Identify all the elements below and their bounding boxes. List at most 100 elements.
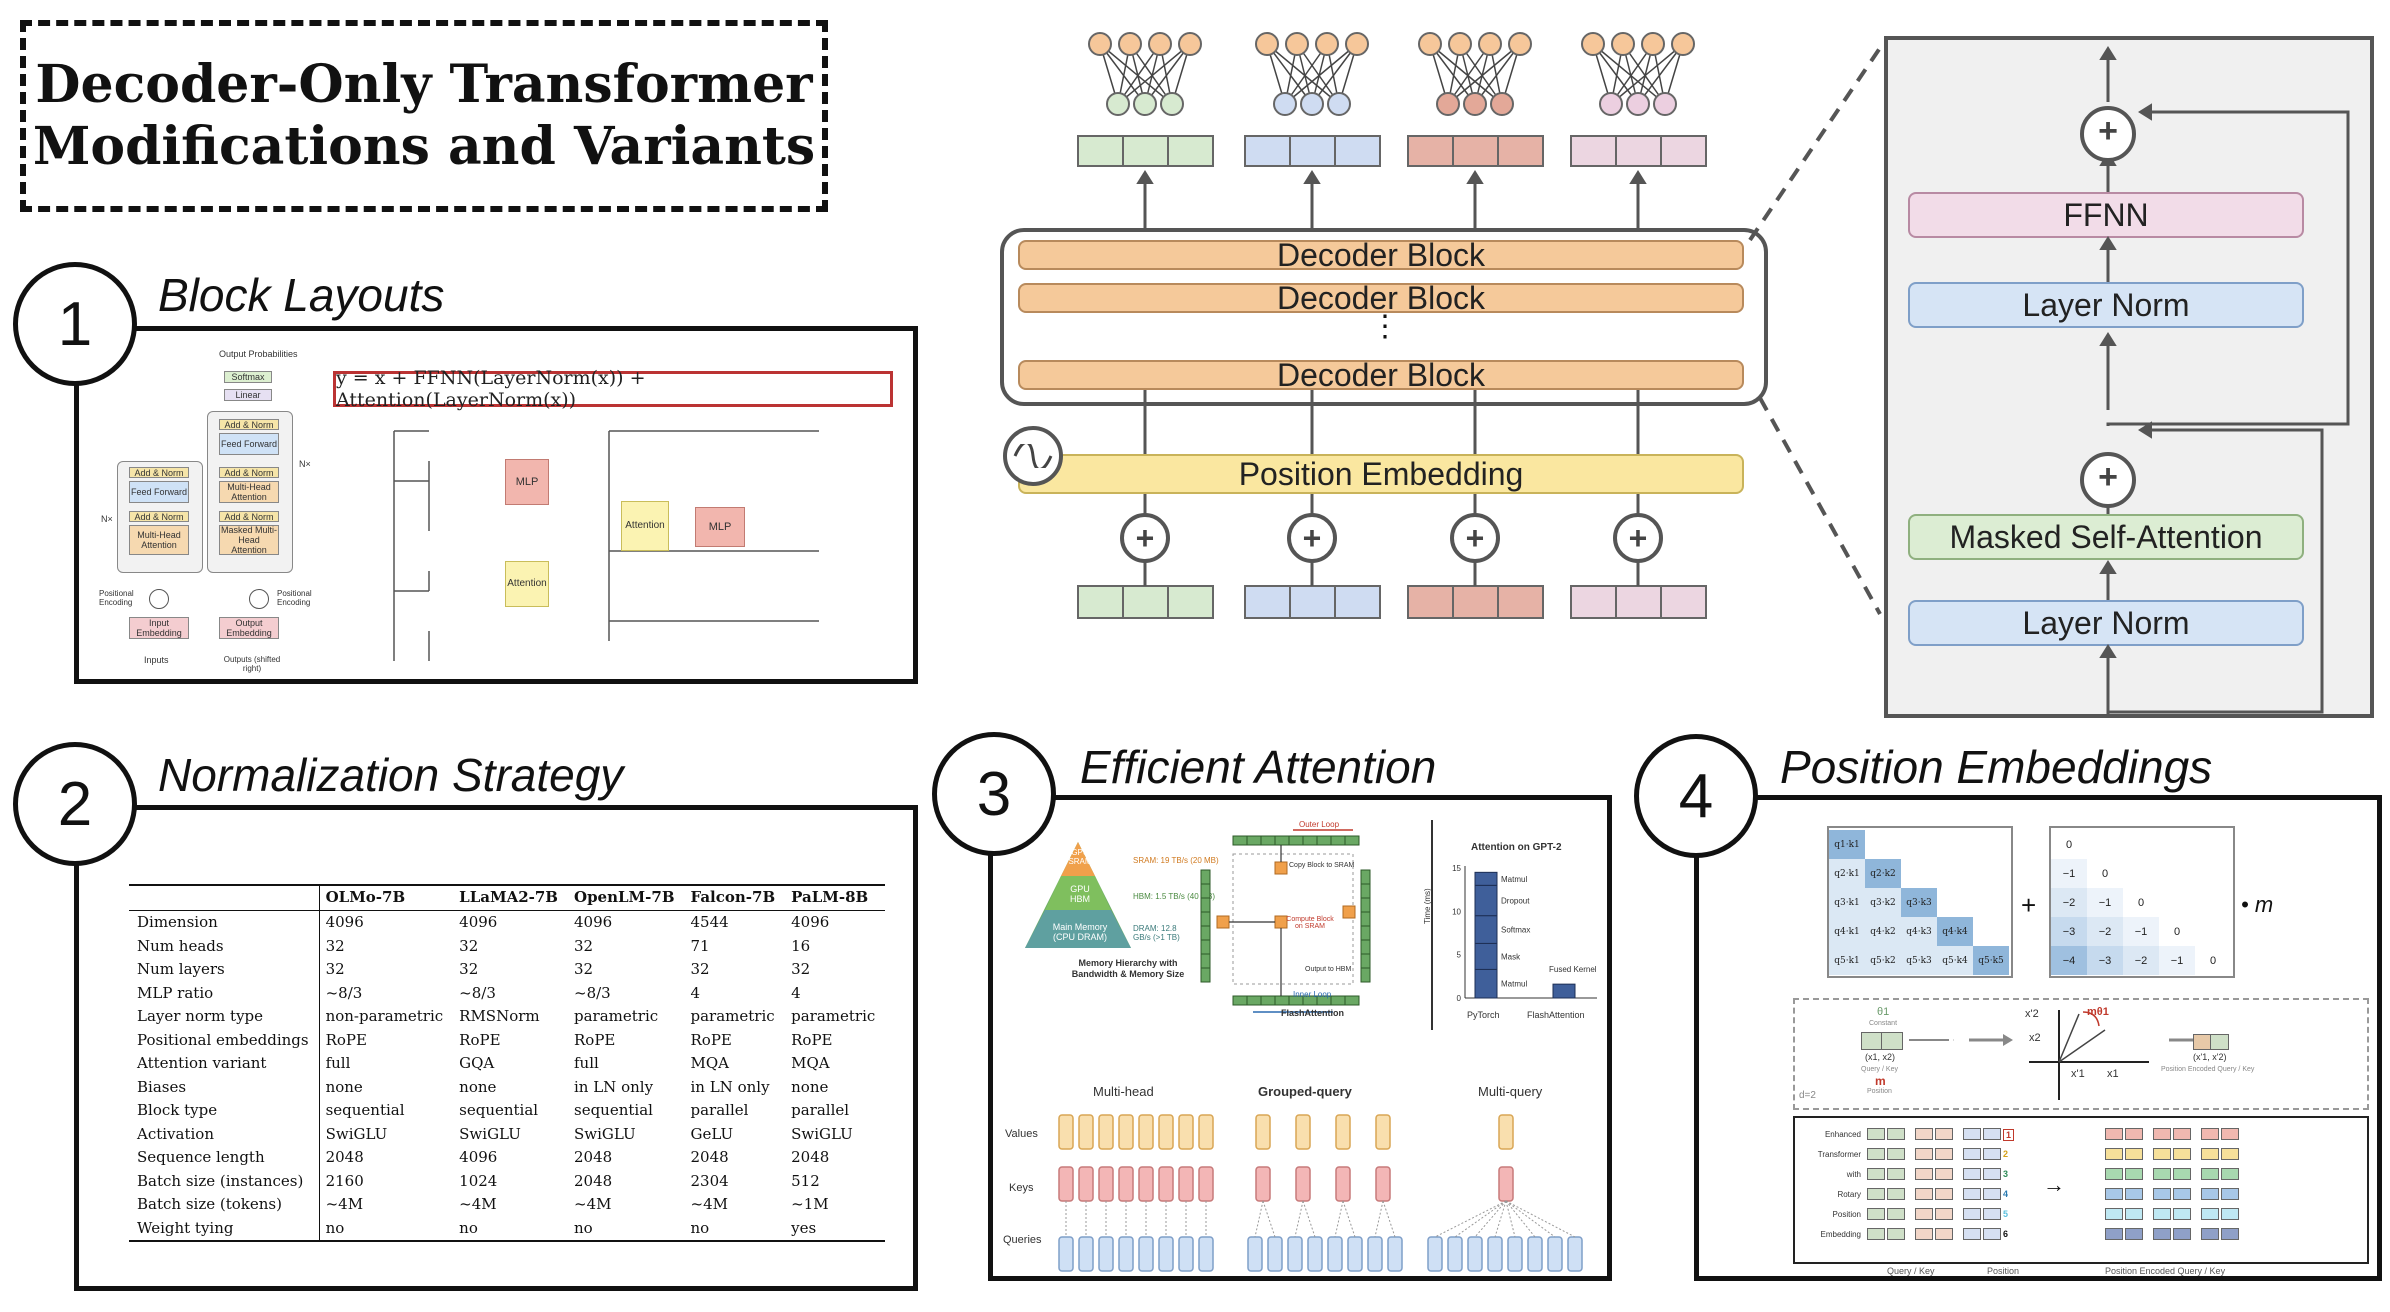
input-token-cell xyxy=(1122,585,1169,619)
gq-value-head xyxy=(1335,1114,1351,1150)
flash-caption: FlashAttention xyxy=(1281,1008,1344,1018)
nn-edge xyxy=(1447,43,1491,105)
rope-qk-cell xyxy=(1963,1228,1981,1240)
bias-cell: 0 xyxy=(2123,888,2159,917)
gq-key-head xyxy=(1335,1166,1351,1202)
rope-encoded-cell xyxy=(2125,1208,2143,1220)
pytorch-segment-label: Matmul xyxy=(1501,875,1527,884)
mh-query-head xyxy=(1178,1236,1194,1272)
table-cell: ~8/3 xyxy=(574,983,611,1002)
table-cell: parallel xyxy=(791,1101,850,1119)
bias-cell: −3 xyxy=(2087,946,2123,975)
rope-qk-cell xyxy=(1867,1168,1885,1180)
mq-link xyxy=(1505,1200,1576,1238)
table-cell: 4096 xyxy=(459,913,498,931)
mq-link xyxy=(1434,1200,1507,1238)
qk-cell: q4·k1 xyxy=(1829,917,1865,946)
zoom-flow-arrow xyxy=(2099,644,2117,658)
table-cell: 32 xyxy=(690,960,710,978)
encoder-pos-enc-label: Positional Encoding xyxy=(99,589,134,607)
output-token-cell xyxy=(1407,135,1454,167)
nn-top-node xyxy=(1581,32,1605,56)
rope-qk-cell xyxy=(1935,1168,1953,1180)
mh-key-head xyxy=(1158,1166,1174,1202)
decoder-block-2: Decoder Block xyxy=(1018,280,1744,316)
mh-key-head xyxy=(1198,1166,1214,1202)
gpt2-y-tick: 15 xyxy=(1452,864,1461,873)
mq-query-head xyxy=(1427,1236,1443,1272)
rope-qk-cell xyxy=(1915,1168,1933,1180)
table-cell: 4 xyxy=(690,983,701,1002)
table-cell: SwiGLU xyxy=(459,1124,521,1143)
nn-edge xyxy=(1459,43,1503,105)
rope-encoded-cell xyxy=(2125,1148,2143,1160)
values-label: Values xyxy=(1005,1128,1038,1140)
pytorch-bar-segment xyxy=(1474,968,1498,999)
gq-query-head xyxy=(1387,1236,1403,1272)
sinusoid-icon xyxy=(1003,426,1063,486)
table-cell: ~4M xyxy=(690,1195,728,1213)
rope-qk-cell xyxy=(1963,1208,1981,1220)
rope-position-number: 4 xyxy=(2003,1189,2009,1199)
table-cell: no xyxy=(684,1216,786,1242)
rope-caption-qk: Query / Key xyxy=(1887,1266,1935,1276)
rope-qk-cell xyxy=(1963,1188,1981,1200)
rope-qk-cell xyxy=(1983,1208,2001,1220)
nn-top-node xyxy=(1178,32,1202,56)
gq-link xyxy=(1262,1200,1276,1238)
rope-m: m xyxy=(1875,1074,1886,1088)
section-1-number: 1 xyxy=(13,262,137,386)
bias-cell: −1 xyxy=(2087,888,2123,917)
gq-link xyxy=(1374,1200,1384,1238)
v-block xyxy=(1360,939,1371,955)
table-cell: 2048 xyxy=(574,1148,613,1166)
nn-bottom-node xyxy=(1599,92,1623,116)
rope-pe-label: Position Encoded Query / Key xyxy=(2161,1066,2255,1073)
bias-cell: −1 xyxy=(2123,917,2159,946)
rope-encoded-cell xyxy=(2173,1128,2191,1140)
table-cell: full xyxy=(325,1054,351,1072)
copy-sram-label: Copy Block to SRAM xyxy=(1289,862,1355,869)
rope-qk-cell xyxy=(1867,1228,1885,1240)
table-cell: 2160 xyxy=(325,1171,364,1190)
qk-cell: q5·k5 xyxy=(1973,946,2009,975)
gpt2-y-tick: 5 xyxy=(1457,951,1462,960)
rope-qk-cell xyxy=(1915,1148,1933,1160)
rope-x2: x2 xyxy=(2029,1032,2041,1044)
mq-query-head xyxy=(1487,1236,1503,1272)
input-token-cell xyxy=(1452,585,1499,619)
encoder-multi-head: Multi-Head Attention xyxy=(129,525,189,555)
out-block xyxy=(1330,995,1346,1006)
rope-input-pair xyxy=(1861,1032,1903,1050)
mh-query-head xyxy=(1198,1236,1214,1272)
table-cell: no xyxy=(319,1216,454,1242)
v-block xyxy=(1360,869,1371,885)
section-2-number: 2 xyxy=(13,742,137,866)
kt-block xyxy=(1344,835,1360,846)
rope-encoded-cell xyxy=(2173,1188,2191,1200)
nn-top-node xyxy=(1255,32,1279,56)
title-line-1: Decoder-Only Transformer xyxy=(35,54,813,115)
table-cell: 16 xyxy=(791,936,811,955)
gq-key-head xyxy=(1375,1166,1391,1202)
input-token-cell xyxy=(1407,585,1454,619)
mh-query-head xyxy=(1098,1236,1114,1272)
sine-wave-icon xyxy=(1013,444,1053,468)
hbm-bandwidth: HBM: 1.5 TB/s (40 GB) xyxy=(1133,892,1216,901)
table-cell: 4544 xyxy=(690,913,729,931)
flash-attention-schematic xyxy=(1200,829,1371,1013)
nn-top-node xyxy=(1641,32,1665,56)
flash-label: FlashAttention xyxy=(1527,1010,1585,1020)
gq-value-head xyxy=(1255,1114,1271,1150)
nn-edge xyxy=(1447,43,1521,105)
rope-position-label: Position xyxy=(1867,1088,1892,1095)
add-circle xyxy=(1120,513,1170,563)
mq-query-head xyxy=(1507,1236,1523,1272)
rope-encoded-cells xyxy=(2105,1208,2239,1220)
table-row-label: Layer norm type xyxy=(129,1005,320,1029)
table-cell: 2304 xyxy=(690,1171,729,1190)
zoom-flow-arrow xyxy=(2099,236,2117,250)
